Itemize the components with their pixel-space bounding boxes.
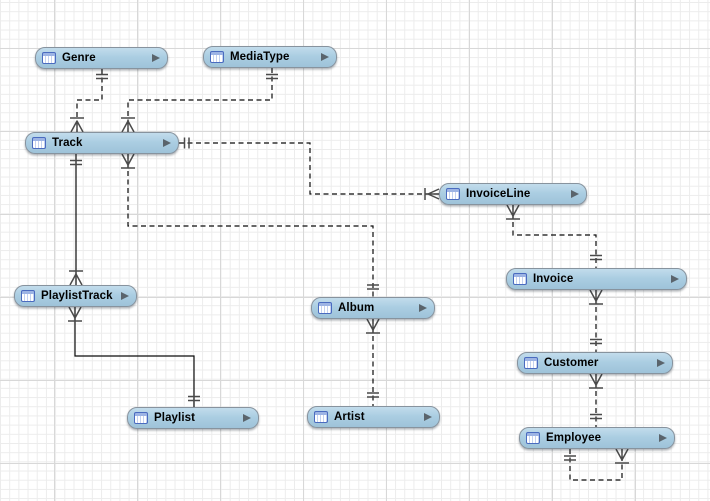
disclosure-triangle-icon[interactable]	[424, 413, 432, 421]
entity-genre[interactable]: Genre	[35, 47, 168, 69]
rel-employee-employee	[564, 448, 629, 481]
rel-track-invoiceline	[179, 137, 440, 200]
table-icon	[314, 411, 328, 423]
disclosure-triangle-icon[interactable]	[152, 54, 160, 62]
rel-customer-invoice	[589, 289, 603, 352]
entity-invoice[interactable]: Invoice	[506, 268, 687, 290]
table-icon	[318, 302, 332, 314]
disclosure-triangle-icon[interactable]	[121, 292, 129, 300]
table-icon	[524, 357, 538, 369]
entity-playlisttrack[interactable]: PlaylistTrack	[14, 285, 137, 307]
entity-track[interactable]: Track	[25, 132, 179, 154]
entity-label: Artist	[334, 411, 365, 423]
rel-track-playlisttrack	[69, 154, 83, 286]
entity-label: InvoiceLine	[466, 188, 531, 200]
entity-label: Genre	[62, 52, 96, 64]
table-icon	[210, 51, 224, 63]
entity-label: Playlist	[154, 412, 196, 424]
disclosure-triangle-icon[interactable]	[671, 275, 679, 283]
entity-label: Invoice	[533, 273, 574, 285]
table-icon	[42, 52, 56, 64]
entity-mediatype[interactable]: MediaType	[203, 46, 337, 68]
rel-album-track	[121, 153, 379, 297]
rel-employee-customer	[589, 373, 603, 427]
disclosure-triangle-icon[interactable]	[321, 53, 329, 61]
disclosure-triangle-icon[interactable]	[163, 139, 171, 147]
table-icon	[32, 137, 46, 149]
entity-label: Customer	[544, 357, 599, 369]
rel-mediatype-track	[121, 68, 278, 133]
entity-label: Track	[52, 137, 83, 149]
rel-invoice-invoiceline	[506, 204, 602, 268]
disclosure-triangle-icon[interactable]	[659, 434, 667, 442]
entity-label: PlaylistTrack	[41, 290, 113, 302]
rel-genre-track	[70, 69, 108, 133]
table-icon	[513, 273, 527, 285]
table-icon	[526, 432, 540, 444]
disclosure-triangle-icon[interactable]	[419, 304, 427, 312]
rel-artist-album	[366, 318, 380, 406]
entity-artist[interactable]: Artist	[307, 406, 440, 428]
entity-label: MediaType	[230, 51, 290, 63]
entity-playlist[interactable]: Playlist	[127, 407, 259, 429]
table-icon	[21, 290, 35, 302]
disclosure-triangle-icon[interactable]	[657, 359, 665, 367]
entity-label: Album	[338, 302, 375, 314]
entity-album[interactable]: Album	[311, 297, 435, 319]
disclosure-triangle-icon[interactable]	[571, 190, 579, 198]
entity-label: Employee	[546, 432, 602, 444]
table-icon	[134, 412, 148, 424]
entity-invoiceline[interactable]: InvoiceLine	[439, 183, 587, 205]
entity-customer[interactable]: Customer	[517, 352, 673, 374]
rel-playlist-playlisttrack	[68, 306, 200, 407]
entity-employee[interactable]: Employee	[519, 427, 675, 449]
table-icon	[446, 188, 460, 200]
disclosure-triangle-icon[interactable]	[243, 414, 251, 422]
